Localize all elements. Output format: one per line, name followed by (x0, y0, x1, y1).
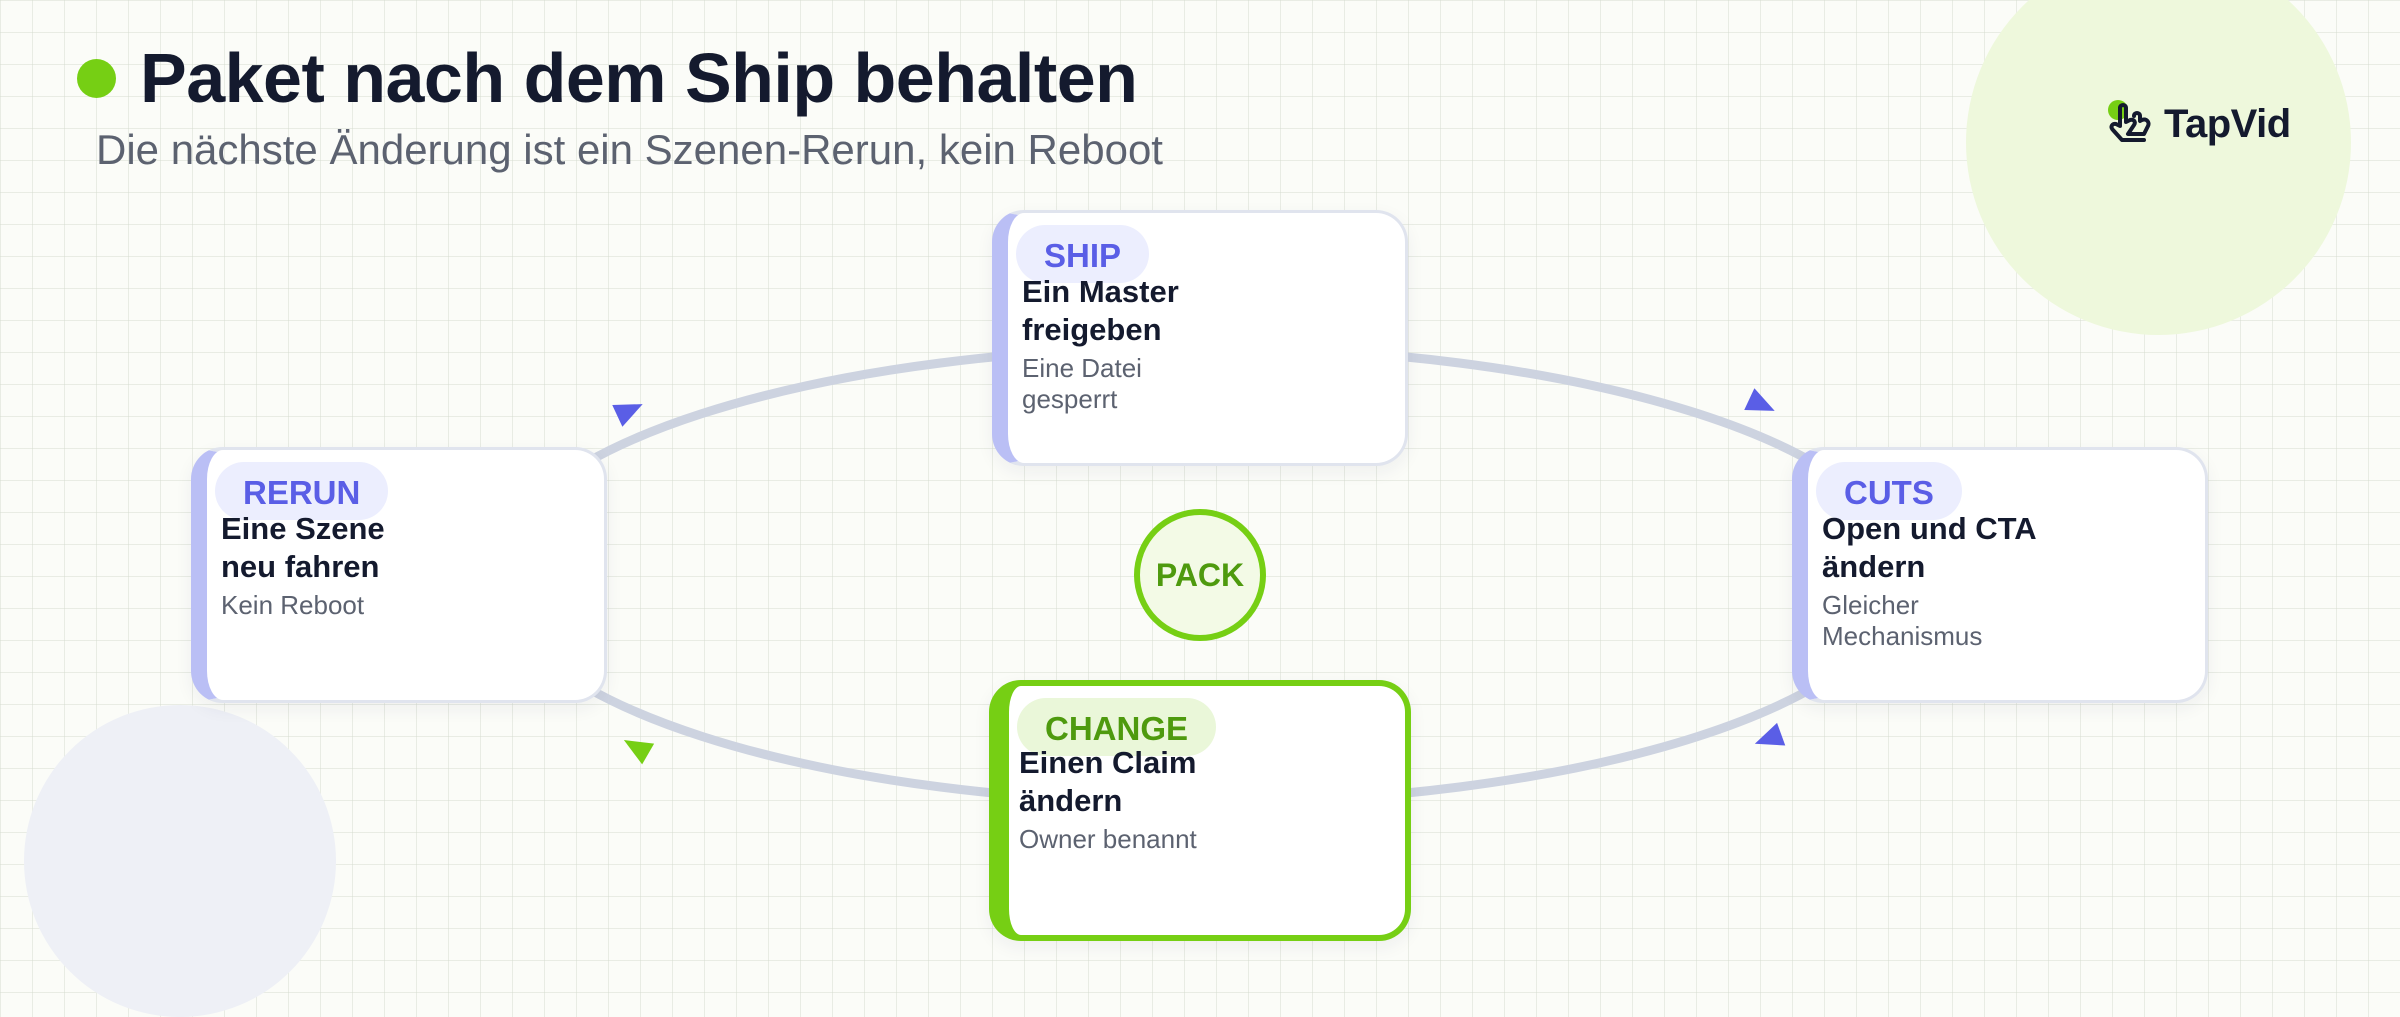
node-rerun-subtitle: Kein Reboot (221, 590, 365, 620)
node-cuts-title: Open und CTA ändern (1822, 511, 2036, 584)
node-rerun-title: Eine Szene neu fahren (221, 511, 385, 584)
node-cuts-tag: CUTS (1816, 462, 1962, 520)
node-change-subtitle: Owner benannt (1019, 824, 1197, 854)
page-title: Paket nach dem Ship behalten (140, 39, 1138, 117)
node-ship-tag: SHIP (1016, 225, 1150, 283)
node-ship-subtitle: Eine Datei gesperrt (1022, 353, 1142, 414)
logo-text: TapVid (2164, 101, 2291, 146)
title-bullet-dot (77, 58, 116, 98)
node-change-title: Einen Claim ändern (1019, 745, 1197, 818)
header: Paket nach dem Ship behalten (77, 38, 1138, 118)
node-ship-title: Ein Master freigeben (1022, 274, 1179, 347)
hand-pointer-icon (2108, 100, 2151, 142)
node-cuts: CUTS Open und CTA ändern Gleicher Mechan… (1792, 447, 2208, 703)
arrow-cuts-to-change (1754, 722, 1786, 746)
node-change: CHANGE Einen Claim ändern Owner benannt (989, 680, 1411, 941)
page-subtitle: Die nächste Änderung ist ein Szenen-Reru… (96, 126, 1163, 173)
center-pack-badge: PACK (1134, 509, 1266, 641)
node-change-tag: CHANGE (1017, 698, 1217, 756)
node-rerun-tag: RERUN (215, 462, 389, 520)
node-cuts-subtitle: Gleicher Mechanismus (1822, 590, 1983, 651)
node-rerun: RERUN Eine Szene neu fahren Kein Reboot (191, 447, 607, 703)
arrow-ship-to-cuts (1744, 388, 1775, 411)
brand-logo: TapVid (2106, 98, 2291, 150)
node-ship: SHIP Ein Master freigeben Eine Datei ges… (992, 210, 1408, 466)
arrow-rerun-to-ship (612, 404, 643, 427)
decorative-circle-green (1966, 0, 2351, 335)
arrow-change-to-rerun (623, 740, 655, 765)
